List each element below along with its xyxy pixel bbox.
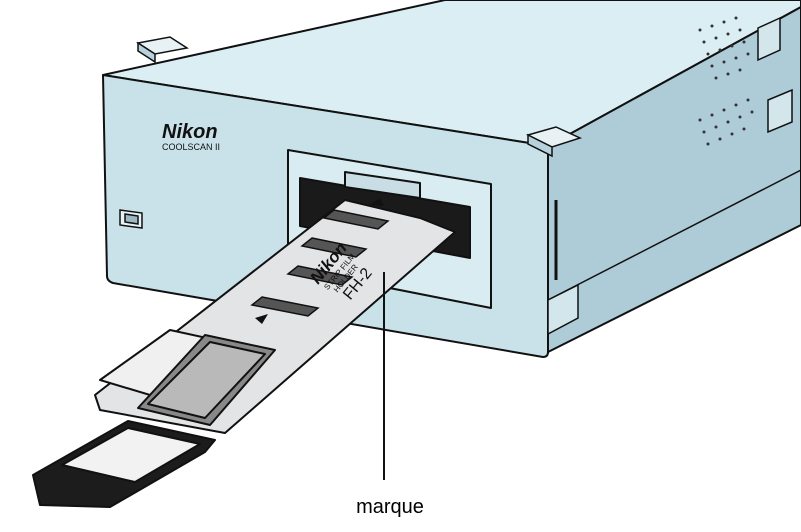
scanner-brand-logo: Nikon [162,121,218,143]
power-indicator [119,209,143,229]
vent-dots [698,16,754,146]
scanner-model-label: COOLSCAN II [162,142,220,152]
marque-callout-label: marque [356,496,424,518]
holder-frame-windows [250,209,390,317]
scanner-feet [136,16,793,336]
holder-arrows [255,198,384,324]
scanner-side-face [547,6,801,353]
scanner [102,0,801,358]
film-holder [32,199,456,508]
